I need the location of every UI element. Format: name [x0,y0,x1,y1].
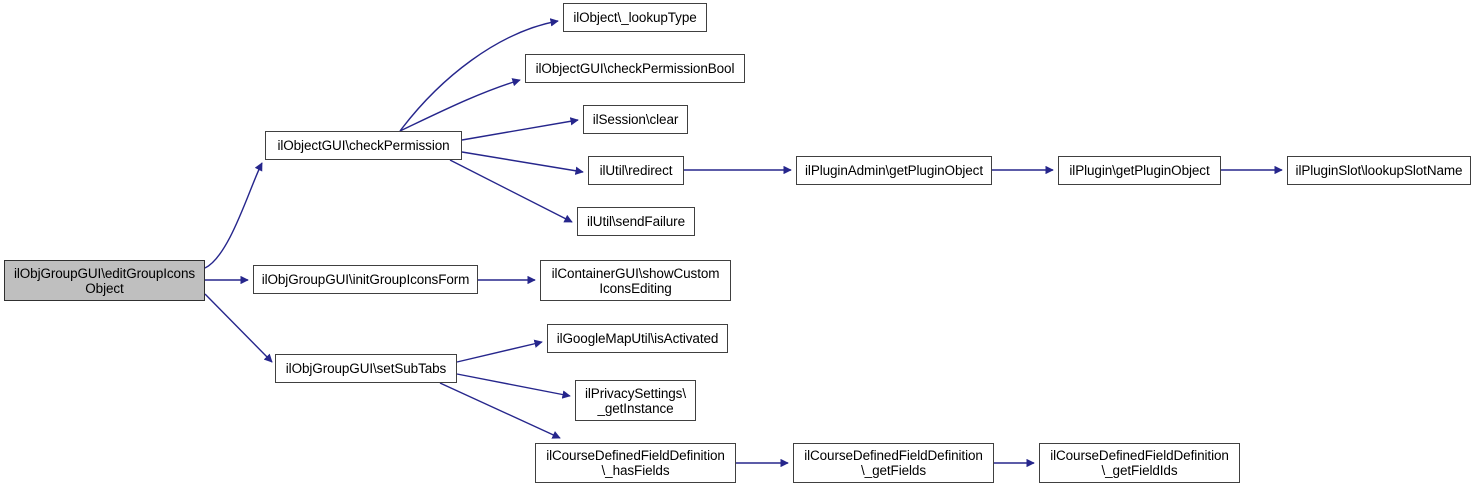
node-set-sub-tabs[interactable]: ilObjGroupGUI\setSubTabs [275,354,457,383]
node-privacy-settings-get-instance[interactable]: ilPrivacySettings\ _getInstance [575,380,696,421]
node-util-send-failure[interactable]: ilUtil\sendFailure [577,207,695,236]
edge-check-permission-to-util-send-failure [449,159,573,223]
node-util-redirect[interactable]: ilUtil\redirect [588,156,684,185]
edge-set-sub-tabs-to-privacy-settings-get-instance [456,373,571,399]
node-course-defined-field-definition-has-fields[interactable]: ilCourseDefinedFieldDefinition \_hasFiel… [535,443,736,483]
node-init-group-icons-form[interactable]: ilObjGroupGUI\initGroupIconsForm [253,265,478,294]
edge-edit-group-icons-object-to-set-sub-tabs [204,293,273,363]
node-course-defined-field-definition-get-field-ids[interactable]: ilCourseDefinedFieldDefinition \_getFiel… [1039,443,1240,483]
node-show-custom-icons-editing[interactable]: ilContainerGUI\showCustom IconsEditing [540,260,731,301]
node-plugin-admin-get-plugin-object[interactable]: ilPluginAdmin\getPluginObject [796,156,992,185]
edge-edit-group-icons-object-to-check-permission [204,162,263,269]
node-lookup-type[interactable]: ilObject\_lookupType [563,3,707,32]
node-plugin-get-plugin-object[interactable]: ilPlugin\getPluginObject [1058,156,1221,185]
node-google-map-util-is-activated[interactable]: ilGoogleMapUtil\isActivated [547,324,728,353]
edge-check-permission-to-util-redirect [461,151,584,175]
node-course-defined-field-definition-get-fields[interactable]: ilCourseDefinedFieldDefinition \_getFiel… [793,443,994,483]
edge-check-permission-to-session-clear [461,117,579,141]
edge-set-sub-tabs-to-course-defined-field-definition-has-fields [439,382,561,439]
node-session-clear[interactable]: ilSession\clear [583,105,688,134]
node-check-permission-bool[interactable]: ilObjectGUI\checkPermissionBool [525,54,745,83]
edge-check-permission-to-check-permission-bool [399,78,521,132]
node-plugin-slot-lookup-slot-name[interactable]: ilPluginSlot\lookupSlotName [1287,156,1471,185]
node-edit-group-icons-object[interactable]: ilObjGroupGUI\editGroupIcons Object [4,260,205,301]
edge-paths [204,18,1283,468]
edge-set-sub-tabs-to-google-map-util-is-activated [456,339,543,363]
edge-check-permission-to-lookup-type [399,18,559,132]
node-check-permission[interactable]: ilObjectGUI\checkPermission [265,131,462,160]
